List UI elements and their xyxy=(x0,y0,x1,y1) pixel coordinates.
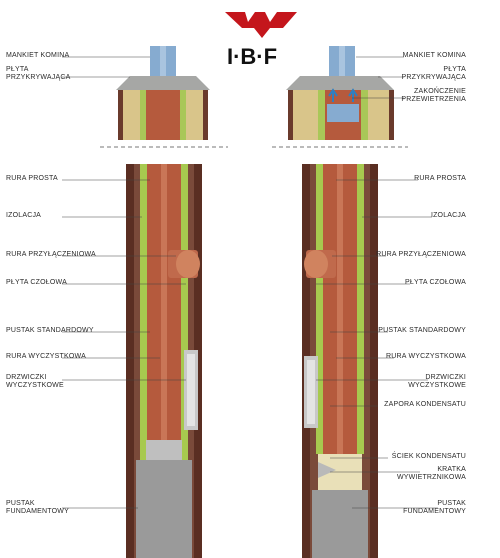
right-foundation-block xyxy=(312,490,368,558)
right-label-izolacja: Izolacja xyxy=(430,212,466,219)
left-label-pustak-fundamentowy: Pustak fundamentowy xyxy=(6,500,69,515)
right-label-rura-wyczystkowa: Rura wyczystkowa xyxy=(386,353,466,360)
left-label-rura-przylaczeniowa: Rura przyłączeniowa xyxy=(6,251,96,258)
left-connection-pipe xyxy=(176,250,200,278)
right-label-zakonczenie: Zakończenie przewietrzenia xyxy=(401,88,466,103)
ibf-logo xyxy=(225,12,297,38)
left-label-drzwiczki: Drzwiczki wyczystkowe xyxy=(6,374,64,389)
right-label-pustak-standardowy: Pustak standardowy xyxy=(378,327,466,334)
logo-text: I·B·F xyxy=(226,44,278,69)
right-label-sciek-kondensatu: Ściek kondensatu xyxy=(391,453,466,460)
left-chimney-body xyxy=(126,164,202,558)
left-label-plyta-czolowa: Płyta czołowa xyxy=(6,279,67,286)
right-label-plyta-czolowa: Płyta czołowa xyxy=(405,279,466,286)
left-label-rura-prosta: Rura prosta xyxy=(6,175,58,182)
right-label-plyta-przykrywajaca: Płyta przykrywająca xyxy=(401,66,466,81)
left-foundation-block xyxy=(136,460,192,558)
left-label-pustak-standardowy: Pustak standardowy xyxy=(6,327,94,334)
right-top-plate xyxy=(286,76,394,90)
right-label-rura-prosta: Rura prosta xyxy=(414,175,466,182)
right-label-mankiet: Mankiet komina xyxy=(402,52,466,59)
right-connection-pipe xyxy=(304,250,328,278)
left-label-izolacja: Izolacja xyxy=(6,212,42,219)
right-label-rura-przylaczeniowa: Rura przyłączeniowa xyxy=(376,251,466,258)
left-label-rura-wyczystkowa: Rura wyczystkowa xyxy=(6,353,86,360)
right-chimney-top xyxy=(272,46,408,148)
right-label-zapora-kondensatu: Zapora kondensatu xyxy=(384,401,466,408)
left-chimney-top xyxy=(100,46,228,148)
left-top-plate xyxy=(116,76,210,90)
right-label-kratka: Kratka wywietrznikowa xyxy=(396,466,466,481)
right-label-drzwiczki: Drzwiczki wyczystkowe xyxy=(408,374,466,389)
left-label-mankiet: Mankiet komina xyxy=(6,52,70,59)
left-label-plyta-przykrywajaca: Płyta przykrywająca xyxy=(6,66,71,81)
leader-lines xyxy=(62,56,438,509)
right-chimney-body xyxy=(302,164,378,558)
right-label-pustak-fundamentowy: Pustak fundamentowy xyxy=(403,500,466,515)
